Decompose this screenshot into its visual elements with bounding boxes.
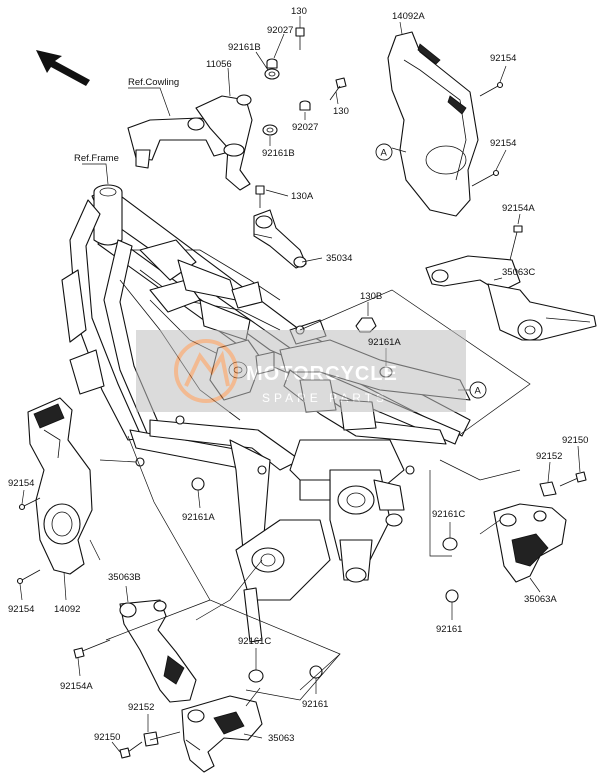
label-ref-frame: Ref.Frame — [74, 153, 119, 164]
label-92154-r2: 92154 — [490, 138, 516, 149]
collar-92152-r — [539, 481, 557, 497]
label-92027-top: 92027 — [267, 25, 293, 36]
bolt-92154-r2 — [471, 169, 500, 187]
label-92027-mid: 92027 — [292, 122, 318, 133]
label-92161b-top: 92161B — [228, 42, 261, 53]
label-35063a: 35063A — [524, 594, 557, 605]
grommet-92161a-c — [191, 477, 205, 491]
bolt-92150-b — [119, 741, 143, 759]
label-130-mid: 130 — [333, 106, 349, 117]
bolt-130-mid — [329, 77, 347, 101]
side-cover-14092 — [27, 397, 93, 575]
footrest-bracket-35063a — [493, 503, 567, 583]
bolt-92154a-l — [73, 639, 111, 659]
bolt-130-top — [295, 27, 305, 50]
footrest-bracket-35063c — [425, 255, 597, 341]
label-92154-r1: 92154 — [490, 53, 516, 64]
label-130b: 130B — [360, 291, 382, 302]
label-92154a-l: 92154A — [60, 681, 93, 692]
label-92154-l1: 92154 — [8, 478, 34, 489]
label-35063: 35063 — [268, 733, 294, 744]
label-92161a-r: 92161A — [368, 337, 401, 348]
label-92154-l2: 92154 — [8, 604, 34, 615]
label-92161c-c: 92161C — [238, 636, 271, 647]
reference-marker-a-top: A — [375, 143, 393, 161]
collar-92027-mid — [299, 100, 311, 111]
bolt-92154-l1 — [18, 497, 41, 511]
grommet-92161c-r — [442, 537, 458, 551]
front-direction-arrow-icon — [36, 50, 90, 86]
label-11056: 11056 — [206, 59, 232, 70]
nut-130b — [355, 317, 377, 333]
bolt-92154a-r — [509, 225, 523, 261]
watermark: MOTORCYCLE SPARE PARTS — [136, 330, 466, 412]
label-92161a-c: 92161A — [182, 512, 215, 523]
grommet-92161c-c — [248, 669, 264, 683]
side-cover-14092a — [387, 31, 479, 217]
label-92161-r: 92161 — [436, 624, 462, 635]
collar-92152-b — [143, 731, 159, 747]
cowling-bracket-11056 — [127, 94, 253, 191]
bolt-130a — [255, 185, 265, 208]
leader-lines — [19, 16, 581, 753]
label-35063b: 35063B — [108, 572, 141, 583]
label-14092a: 14092A — [392, 11, 425, 22]
bracket-35034 — [253, 209, 307, 269]
reference-letter-a-right: A — [475, 386, 482, 397]
label-92150-b: 92150 — [94, 732, 120, 743]
bolt-92150-r — [559, 471, 587, 487]
watermark-line2: SPARE PARTS — [262, 391, 388, 405]
label-92152-b: 92152 — [128, 702, 154, 713]
reference-letter-a-top: A — [381, 148, 388, 159]
label-92161-c: 92161 — [302, 699, 328, 710]
label-35063c: 35063C — [502, 267, 535, 278]
footrest-bracket-35063 — [181, 695, 263, 773]
label-92161b-mid: 92161B — [262, 148, 295, 159]
label-92154a-r: 92154A — [502, 203, 535, 214]
bolt-92154-r1 — [479, 81, 504, 97]
label-130-top: 130 — [291, 6, 307, 17]
footrest-bracket-35063b — [119, 599, 197, 703]
label-92152-r: 92152 — [536, 451, 562, 462]
label-92161c-r: 92161C — [432, 509, 465, 520]
bolt-92154-l2 — [16, 569, 41, 585]
grommet-92161-r — [445, 589, 459, 603]
watermark-line1: MOTORCYCLE — [246, 363, 398, 385]
label-130a: 130A — [291, 191, 314, 202]
label-14092: 14092 — [54, 604, 80, 615]
label-ref-cowling: Ref.Cowling — [128, 77, 179, 88]
part-labels: 130 92027 92161B 11056 Ref.Cowling 130 9… — [8, 6, 588, 744]
label-92150-r: 92150 — [562, 435, 588, 446]
collar-92027-top — [266, 58, 278, 69]
grommet-92161b-mid — [262, 124, 278, 136]
reference-marker-a-right: A — [469, 381, 487, 399]
grommet-92161b-top — [264, 68, 280, 80]
label-35034: 35034 — [326, 253, 352, 264]
